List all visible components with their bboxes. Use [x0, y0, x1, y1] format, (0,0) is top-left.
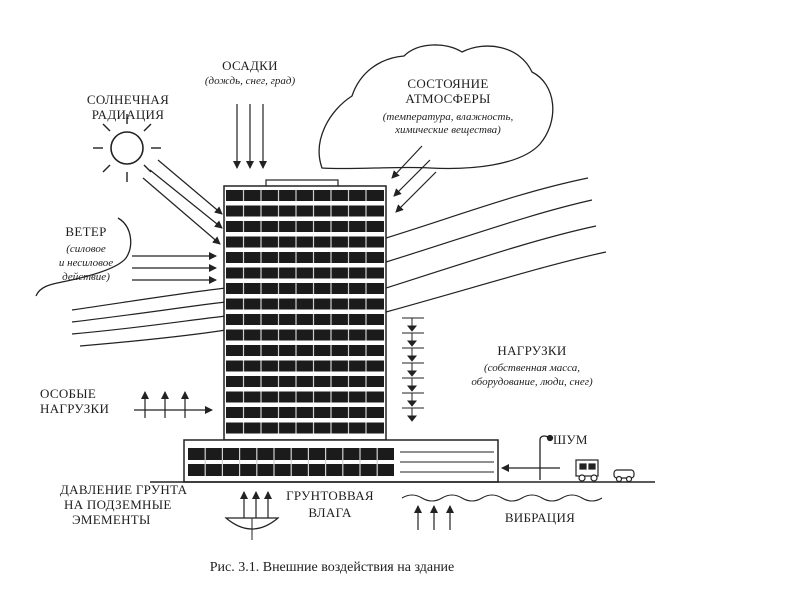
street-lamp-icon	[539, 434, 554, 480]
load-arrowhead	[406, 355, 418, 362]
window-band	[226, 236, 384, 248]
window-band	[226, 376, 384, 387]
solar-label-line1: СОЛНЕЧНАЯ	[87, 92, 169, 107]
window-band	[226, 283, 384, 294]
load-arrowhead	[406, 325, 418, 332]
vibration-arrows	[414, 505, 454, 530]
atmosphere-sublabel-line2: химические вещества)	[394, 124, 501, 136]
wind-sublabel-line2: и несиловое	[59, 257, 113, 269]
tower-window-bands	[226, 190, 384, 434]
sun-icon	[93, 114, 161, 182]
truck-icon	[575, 459, 599, 482]
groundwater-label-line2: ВЛАГА	[308, 505, 352, 520]
car-icon	[613, 469, 635, 483]
building-podium	[183, 439, 499, 483]
precipitation-label: ОСАДКИ	[222, 58, 278, 73]
groundwater-label-line1: ГРУНТОВВАЯ	[286, 488, 374, 503]
load-arrowhead	[406, 415, 418, 422]
window-band	[226, 422, 384, 434]
loads-sublabel-line1: (собственная масса,	[484, 362, 580, 374]
noise-label: ШУМ	[553, 432, 588, 447]
soil-pressure-label-line3: ЭМЕМЕНТЫ	[72, 512, 151, 527]
window-band	[226, 205, 384, 217]
soil-pressure-label-line2: НА ПОДЗЕМНЫЕ	[64, 497, 172, 512]
loads-sublabel-line2: оборудование, люди, снег)	[471, 376, 593, 388]
load-arrowhead	[406, 400, 418, 407]
special-loads-arrows	[134, 391, 213, 418]
foundation-pit	[224, 517, 280, 530]
solar-radiation-arrows	[142, 159, 223, 245]
load-arrowhead	[406, 385, 418, 392]
window-band	[226, 314, 384, 325]
wind-bracket	[35, 217, 132, 297]
window-band	[226, 190, 384, 201]
atmosphere-label-line1: СОСТОЯНИЕ	[407, 76, 488, 91]
vibration-label: ВИБРАЦИЯ	[505, 510, 575, 525]
atmosphere-label-line2: АТМОСФЕРЫ	[405, 91, 490, 106]
building-tower	[223, 179, 387, 441]
soil-pressure-label-line1: ДАВЛЕНИЕ ГРУНТА	[60, 482, 188, 497]
figure-caption: Рис. 3.1. Внешние воздействия на здание	[210, 560, 455, 575]
window-band	[226, 329, 384, 341]
groundwater-arrows	[240, 491, 272, 518]
window-band	[226, 221, 384, 232]
window-band	[226, 267, 384, 279]
load-arrows	[402, 317, 424, 422]
precipitation-sublabel: (дождь, снег, град)	[205, 75, 296, 87]
podium-windows	[188, 448, 494, 476]
window-band	[226, 391, 384, 403]
vibration-wave	[401, 494, 603, 502]
solar-label-line2: РАДИАЦИЯ	[92, 107, 164, 122]
special-loads-label-line1: ОСОБЫЕ	[40, 386, 96, 401]
wind-sublabel-line1: (силовое	[66, 243, 106, 255]
load-arrowhead	[406, 340, 418, 347]
atmosphere-arrows	[391, 145, 437, 213]
window-band	[226, 407, 384, 418]
precipitation-arrows	[233, 104, 267, 169]
wind-label: ВЕТЕР	[65, 224, 106, 239]
atmosphere-cloud	[318, 44, 554, 170]
wind-streamlines	[71, 177, 607, 347]
window-band	[226, 252, 384, 263]
window-band	[226, 360, 384, 372]
window-band	[226, 298, 384, 310]
special-loads-label-line2: НАГРУЗКИ	[40, 401, 109, 416]
wind-sublabel-line3: действие)	[62, 271, 110, 283]
atmosphere-sublabel-line1: (температура, влажность,	[383, 111, 514, 123]
load-arrowhead	[406, 370, 418, 377]
wind-arrows	[132, 252, 217, 284]
loads-label: НАГРУЗКИ	[497, 343, 566, 358]
window-band	[226, 345, 384, 356]
